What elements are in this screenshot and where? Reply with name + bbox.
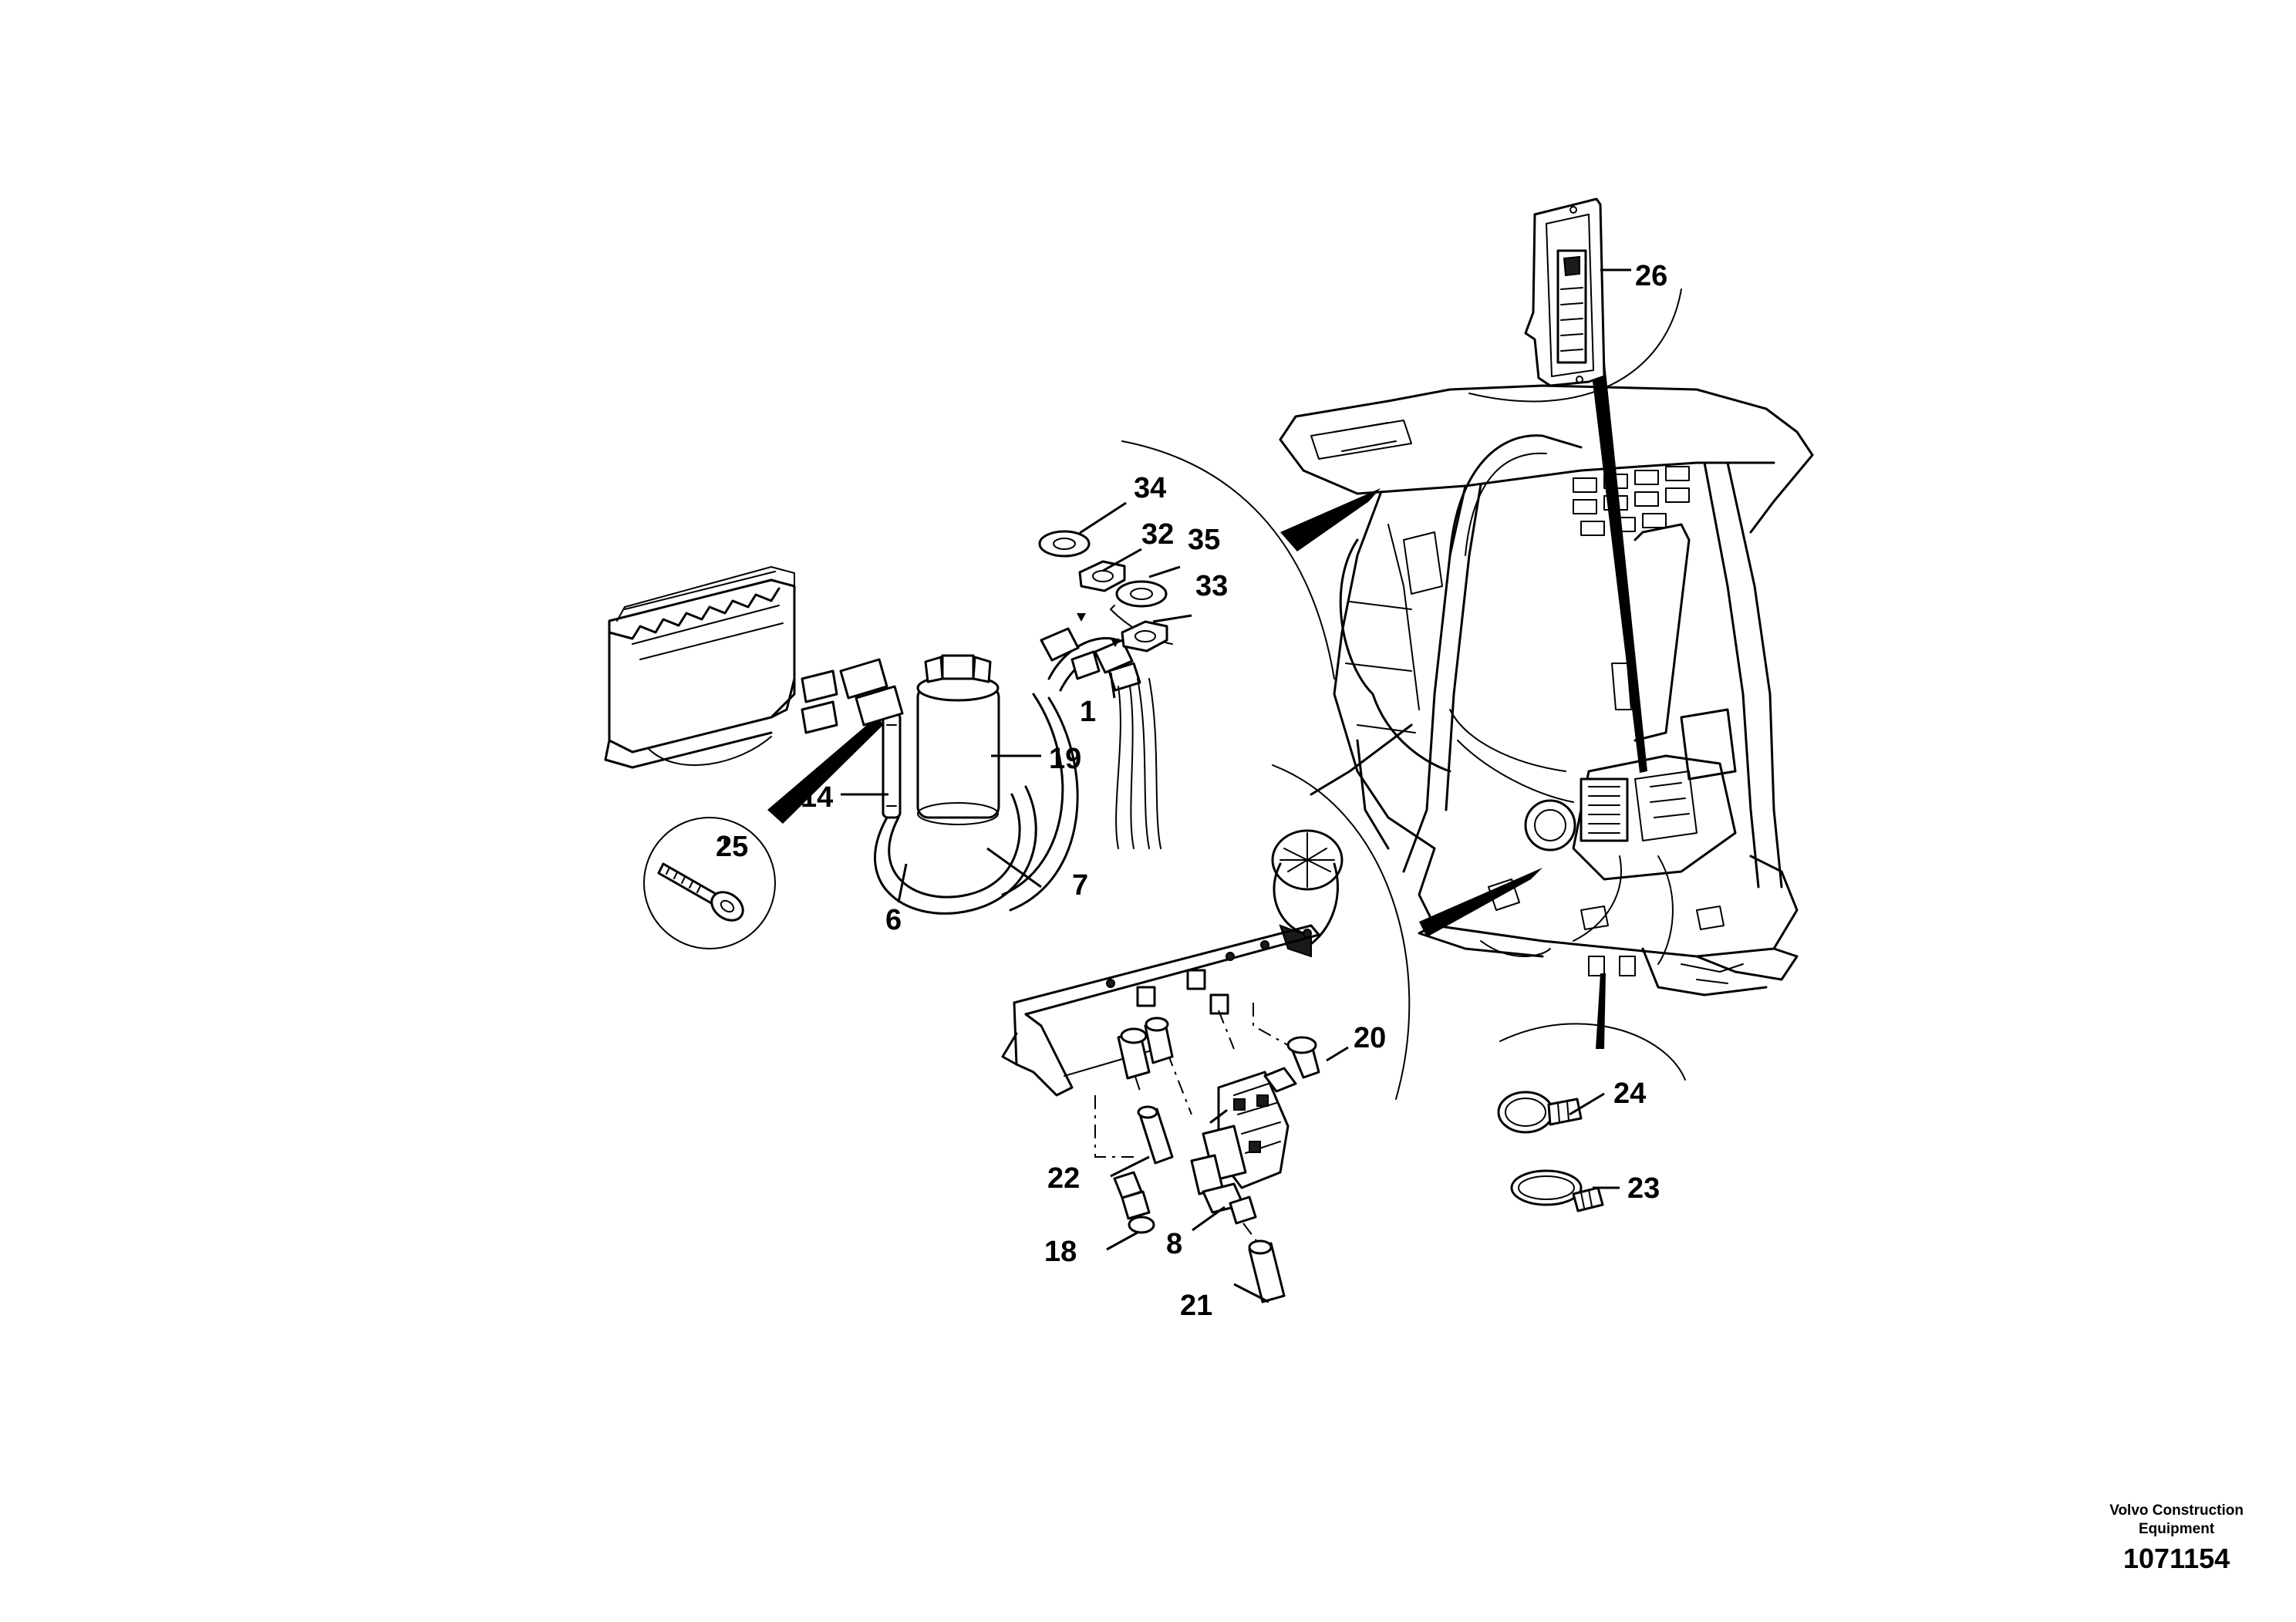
- washers-and-nuts: [1038, 530, 1168, 653]
- callout-labels: 26 34 32 35 33 1 19 14 25 6 7 20 22 18 8…: [716, 260, 1667, 1322]
- title-block: Volvo Construction Equipment 1071154: [2109, 1502, 2244, 1576]
- callout-21: 21: [1180, 1290, 1212, 1322]
- callout-7: 7: [1072, 869, 1088, 902]
- detail-boundary-arcs: [1110, 288, 1686, 1100]
- heater-valve-bracket: [1001, 829, 1344, 1303]
- roof-vents: [1573, 466, 1690, 536]
- callout-19: 19: [1049, 743, 1081, 775]
- callout-33: 33: [1195, 570, 1228, 602]
- callout-14: 14: [801, 781, 833, 814]
- callout-1: 1: [1080, 696, 1096, 728]
- company-name-line2: Equipment: [2139, 1521, 2215, 1537]
- callout-18: 18: [1044, 1236, 1077, 1268]
- callout-35: 35: [1188, 524, 1220, 556]
- callout-6: 6: [885, 904, 902, 936]
- machine-cab-illustration: [1279, 384, 1814, 996]
- heater-unit: [1524, 771, 1698, 851]
- callout-22: 22: [1047, 1162, 1080, 1195]
- callout-25: 25: [716, 831, 748, 863]
- drawing-number: 1071154: [2123, 1543, 2230, 1574]
- leader-lines: [723, 268, 1631, 1303]
- hose-clamps: [1497, 1091, 1604, 1212]
- condenser-and-drier: [604, 566, 1161, 915]
- callout-26: 26: [1635, 260, 1667, 292]
- callout-32: 32: [1141, 518, 1174, 551]
- detail-pointers: [767, 356, 1647, 1049]
- callout-8: 8: [1166, 1228, 1182, 1260]
- callout-24: 24: [1613, 1077, 1646, 1110]
- callout-34: 34: [1134, 472, 1166, 504]
- company-name-line1: Volvo Construction: [2109, 1502, 2244, 1519]
- callout-23: 23: [1627, 1172, 1660, 1205]
- bolt-25-detail: [643, 817, 776, 949]
- switch-panel-26: [1524, 197, 1606, 387]
- callout-20: 20: [1354, 1022, 1386, 1054]
